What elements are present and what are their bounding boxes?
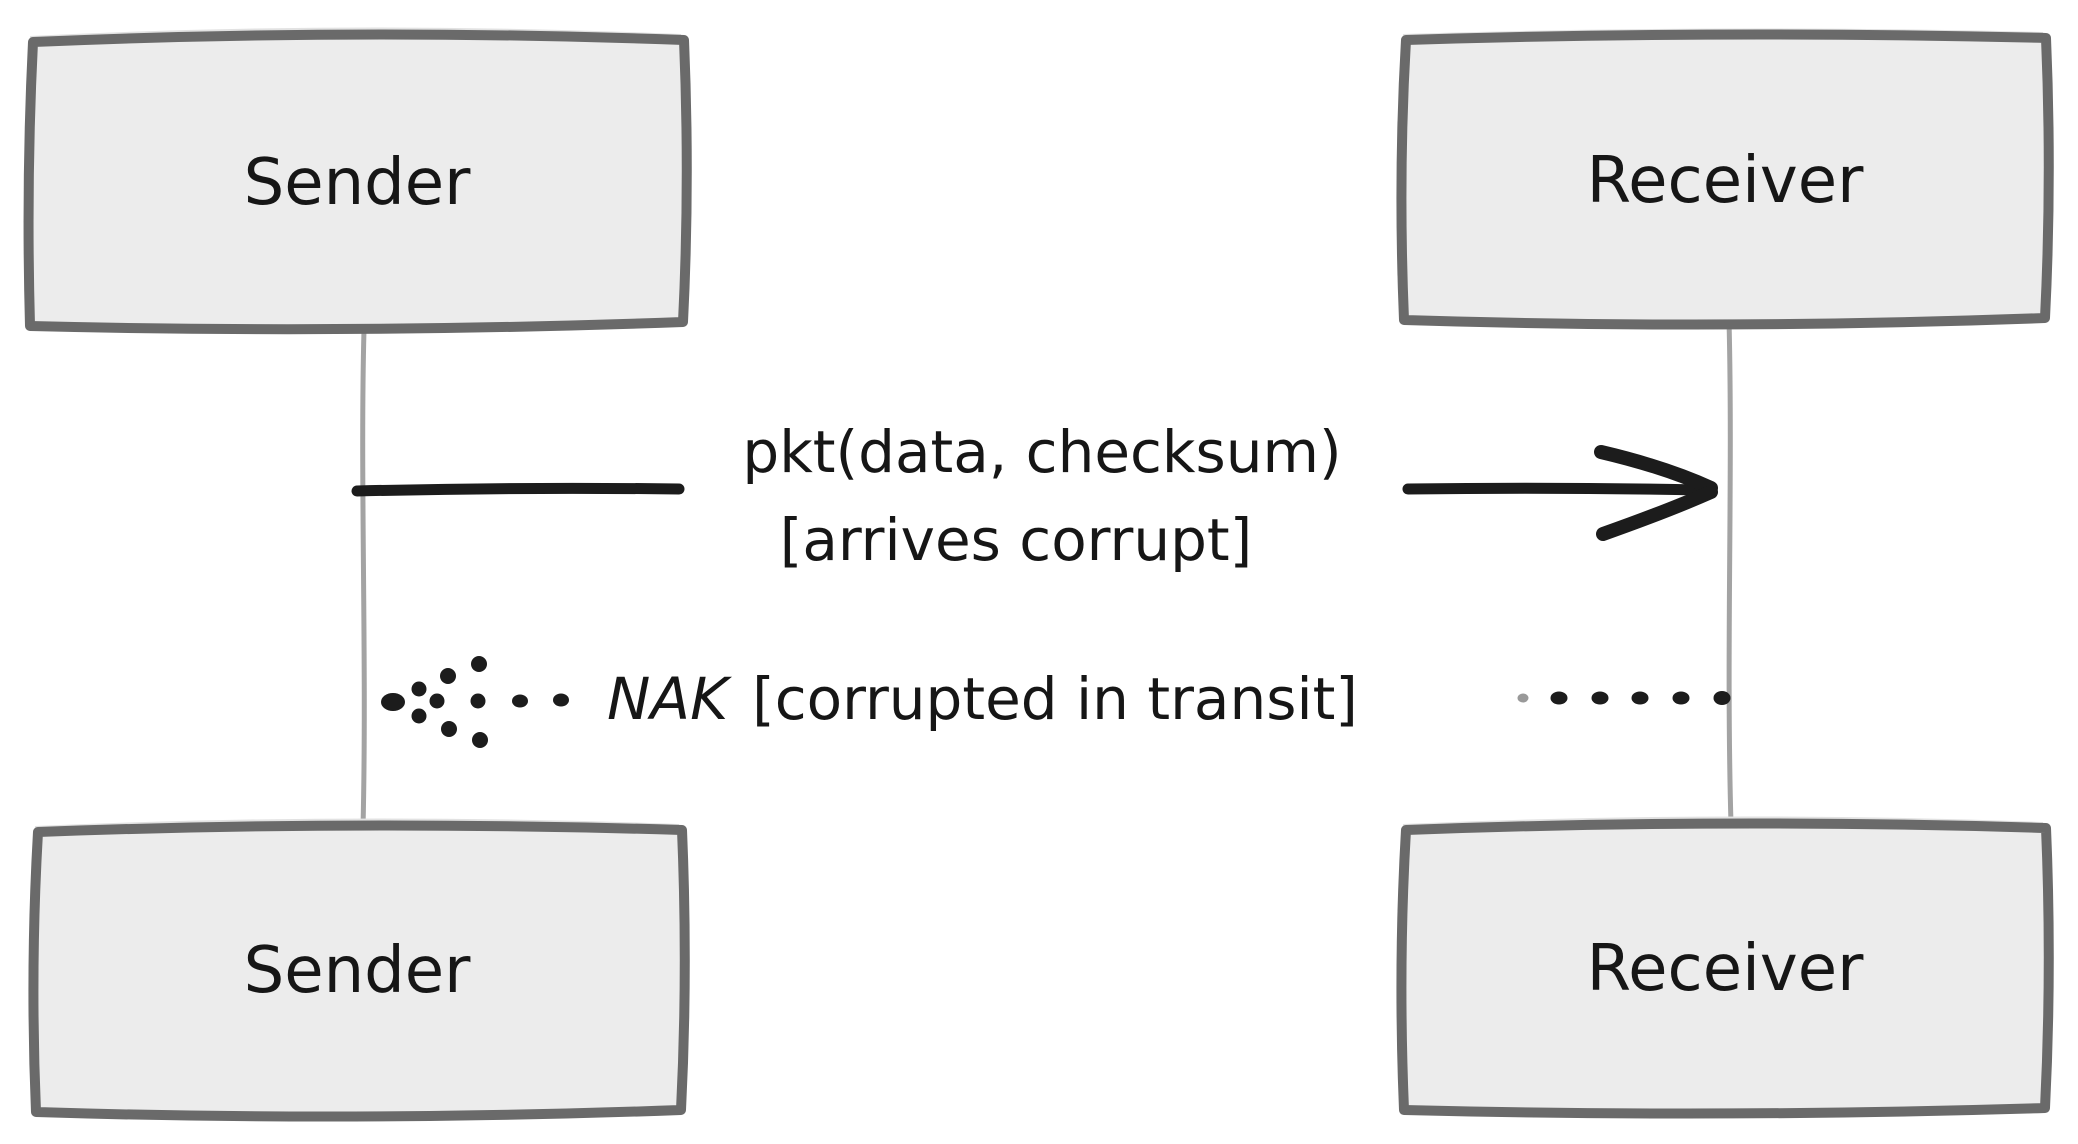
nak-condition: [corrupted in transit] (752, 665, 1358, 733)
actor-label-sender-bottom: Sender (244, 934, 472, 1008)
actor-label-sender-top: Sender (244, 146, 472, 220)
nak-corrupted-arrowhead-icon (381, 656, 488, 748)
actor-box-sender-top: Sender (23, 27, 692, 335)
lifeline-receiver (1726, 317, 1734, 827)
nak-name: NAK (607, 665, 732, 733)
message-pkt-arrow: pkt(data, checksum) [arrives corrupt] (351, 418, 1718, 574)
nak-dotted-line-left (512, 693, 569, 708)
actor-box-receiver-bottom: Receiver (1396, 816, 2054, 1119)
message-nak-arrow: NAK [corrupted in transit] (381, 656, 1731, 748)
actor-box-outline (28, 820, 690, 1122)
actor-label-receiver-bottom: Receiver (1587, 932, 1865, 1006)
pkt-line-left-segment (351, 482, 685, 497)
lifeline-sender (360, 327, 367, 831)
message-nak-label: NAK [corrupted in transit] (607, 665, 1358, 733)
actor-box-receiver-top: Receiver (1396, 28, 2054, 330)
actor-box-outline (23, 29, 692, 335)
actor-box-sender-bottom: Sender (28, 818, 690, 1122)
message-pkt-guard: [arrives corrupt] (780, 506, 1253, 574)
pkt-arrowhead-icon (1594, 445, 1718, 541)
nak-dotted-line-right (1517, 691, 1731, 705)
actor-box-outline (1396, 29, 2054, 330)
actor-label-receiver-top: Receiver (1587, 144, 1865, 218)
message-pkt-label: pkt(data, checksum) (742, 418, 1341, 486)
actor-box-outline (1396, 818, 2054, 1119)
pkt-line-right-segment (1402, 482, 1706, 496)
